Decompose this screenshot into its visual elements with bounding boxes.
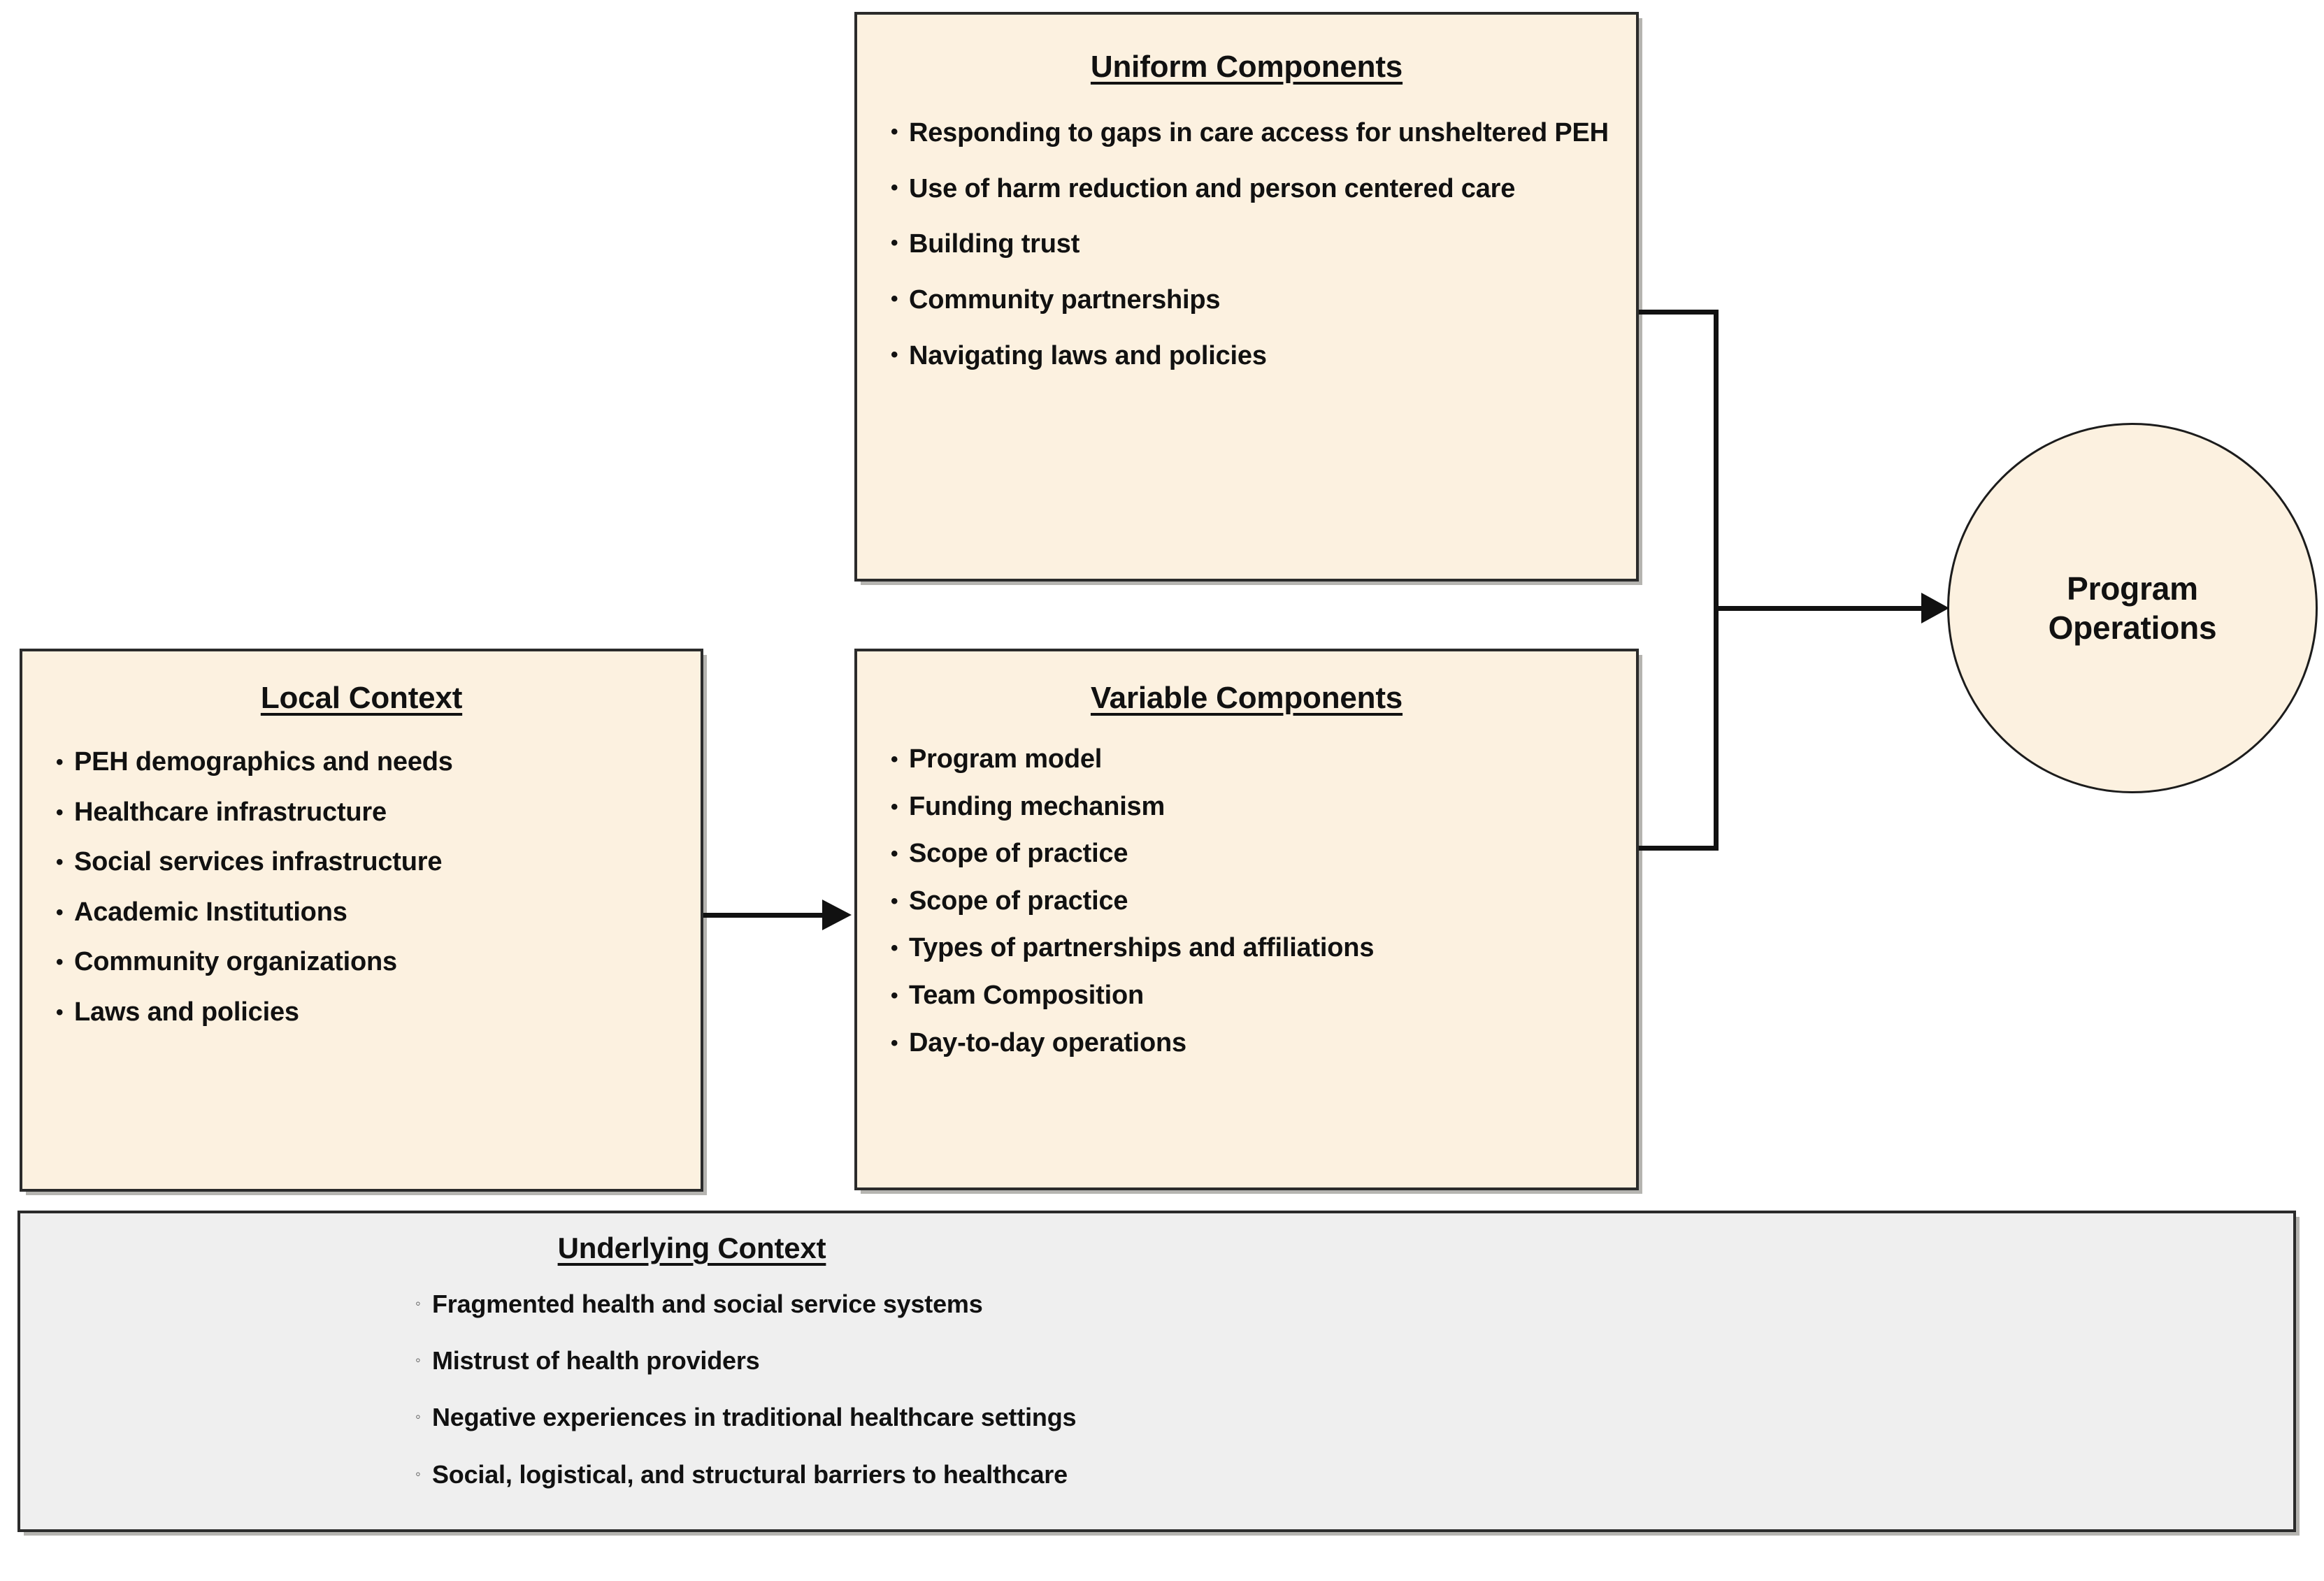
list-item-label: PEH demographics and needs	[74, 747, 453, 777]
list-item: • Community organizations	[56, 946, 689, 979]
list-item-label: Community organizations	[74, 947, 397, 977]
list-item: ◦ Mistrust of health providers	[415, 1345, 2293, 1376]
list-item-label: Responding to gaps in care access for un…	[909, 118, 1609, 147]
list-item: • PEH demographics and needs	[56, 746, 689, 779]
list-item: • Responding to gaps in care access for …	[891, 115, 1622, 152]
list-item: • Community partnerships	[891, 282, 1622, 319]
bullet-circle-icon: ◦	[415, 1294, 421, 1312]
list-item: • Team Composition	[891, 980, 1622, 1012]
connector-merge-bar	[1714, 310, 1719, 851]
bullet-dot-icon: •	[56, 951, 64, 974]
list-item-label: Day-to-day operations	[909, 1027, 1186, 1057]
local-context-box: Local Context • PEH demographics and nee…	[20, 649, 703, 1192]
bullet-circle-icon: ◦	[415, 1464, 421, 1482]
list-item-label: Mistrust of health providers	[432, 1346, 760, 1376]
variable-components-box: Variable Components • Program model • Fu…	[854, 649, 1639, 1190]
bullet-dot-icon: •	[891, 175, 898, 199]
list-item-label: Building trust	[909, 229, 1080, 259]
list-item-label: Use of harm reduction and person centere…	[909, 173, 1516, 203]
list-item: • Use of harm reduction and person cente…	[891, 171, 1622, 208]
list-item: • Social services infrastructure	[56, 846, 689, 879]
list-item: • Academic Institutions	[56, 897, 689, 929]
list-item: ◦ Fragmented health and social service s…	[415, 1289, 2293, 1319]
arrow-to-program-operations-line	[1717, 606, 1927, 611]
list-item: • Funding mechanism	[891, 791, 1622, 823]
variable-components-list: • Program model • Funding mechanism • Sc…	[857, 744, 1636, 1059]
list-item-label: Scope of practice	[909, 886, 1128, 916]
bullet-dot-icon: •	[56, 1000, 64, 1024]
connector-uniform-stub	[1639, 310, 1719, 315]
bullet-dot-icon: •	[56, 800, 64, 824]
list-item-label: Fragmented health and social service sys…	[432, 1290, 983, 1318]
list-item: • Program model	[891, 744, 1622, 776]
list-item-label: Scope of practice	[909, 839, 1128, 869]
list-item: • Navigating laws and policies	[891, 338, 1622, 375]
list-item-label: Social, logistical, and structural barri…	[432, 1459, 1068, 1489]
underlying-context-box: Underlying Context ◦ Fragmented health a…	[17, 1211, 2296, 1532]
list-item-label: Types of partnerships and affiliations	[909, 933, 1375, 963]
bullet-dot-icon: •	[891, 231, 898, 255]
arrow-local-to-variable-line	[703, 913, 828, 918]
bullet-dot-icon: •	[891, 889, 898, 913]
list-item: ◦ Social, logistical, and structural bar…	[415, 1459, 2293, 1489]
list-item-label: Healthcare infrastructure	[74, 797, 387, 827]
list-item-label: Navigating laws and policies	[909, 340, 1267, 370]
bullet-dot-icon: •	[891, 937, 898, 960]
bullet-dot-icon: •	[891, 795, 898, 818]
list-item: • Types of partnerships and affiliations	[891, 932, 1622, 965]
bullet-circle-icon: ◦	[415, 1408, 421, 1426]
program-operations-label: Program Operations	[2049, 569, 2217, 647]
local-context-list: • PEH demographics and needs • Healthcar…	[22, 746, 701, 1029]
list-item-label: Program model	[909, 744, 1103, 774]
arrow-local-to-variable-head-icon	[822, 900, 852, 930]
list-item-label: Academic Institutions	[74, 897, 347, 927]
list-item: • Healthcare infrastructure	[56, 797, 689, 829]
bullet-dot-icon: •	[56, 751, 64, 774]
bullet-dot-icon: •	[891, 748, 898, 771]
uniform-components-list: • Responding to gaps in care access for …	[857, 115, 1636, 374]
uniform-components-box: Uniform Components • Responding to gaps …	[854, 12, 1639, 582]
list-item-label: Laws and policies	[74, 997, 299, 1027]
bullet-dot-icon: •	[891, 1031, 898, 1055]
program-operations-line-1: Program	[2067, 570, 2198, 607]
list-item-label: Social services infrastructure	[74, 847, 443, 877]
bullet-dot-icon: •	[56, 900, 64, 924]
list-item: • Day-to-day operations	[891, 1027, 1622, 1060]
list-item-label: Community partnerships	[909, 285, 1221, 315]
arrow-to-program-operations-head-icon	[1921, 593, 1949, 623]
bullet-dot-icon: •	[891, 842, 898, 866]
bullet-dot-icon: •	[891, 287, 898, 311]
variable-components-title: Variable Components	[1090, 681, 1403, 715]
bullet-dot-icon: •	[891, 120, 898, 143]
connector-variable-stub	[1639, 846, 1719, 851]
list-item: ◦ Negative experiences in traditional he…	[415, 1402, 2293, 1432]
underlying-context-list: ◦ Fragmented health and social service s…	[20, 1289, 2293, 1489]
bullet-circle-icon: ◦	[415, 1351, 421, 1369]
uniform-components-title: Uniform Components	[1090, 50, 1403, 84]
bullet-dot-icon: •	[891, 983, 898, 1007]
list-item-label: Negative experiences in traditional heal…	[432, 1403, 1077, 1432]
program-operations-line-2: Operations	[2048, 609, 2217, 646]
list-item: • Scope of practice	[891, 838, 1622, 870]
list-item: • Laws and policies	[56, 997, 689, 1029]
underlying-context-title: Underlying Context	[557, 1232, 826, 1264]
list-item: • Scope of practice	[891, 886, 1622, 918]
bullet-dot-icon: •	[891, 342, 898, 366]
bullet-dot-icon: •	[56, 851, 64, 874]
program-operations-node: Program Operations	[1947, 423, 2318, 793]
list-item: • Building trust	[891, 226, 1622, 263]
list-item-label: Team Composition	[909, 980, 1144, 1010]
local-context-title: Local Context	[260, 681, 463, 715]
list-item-label: Funding mechanism	[909, 791, 1165, 821]
